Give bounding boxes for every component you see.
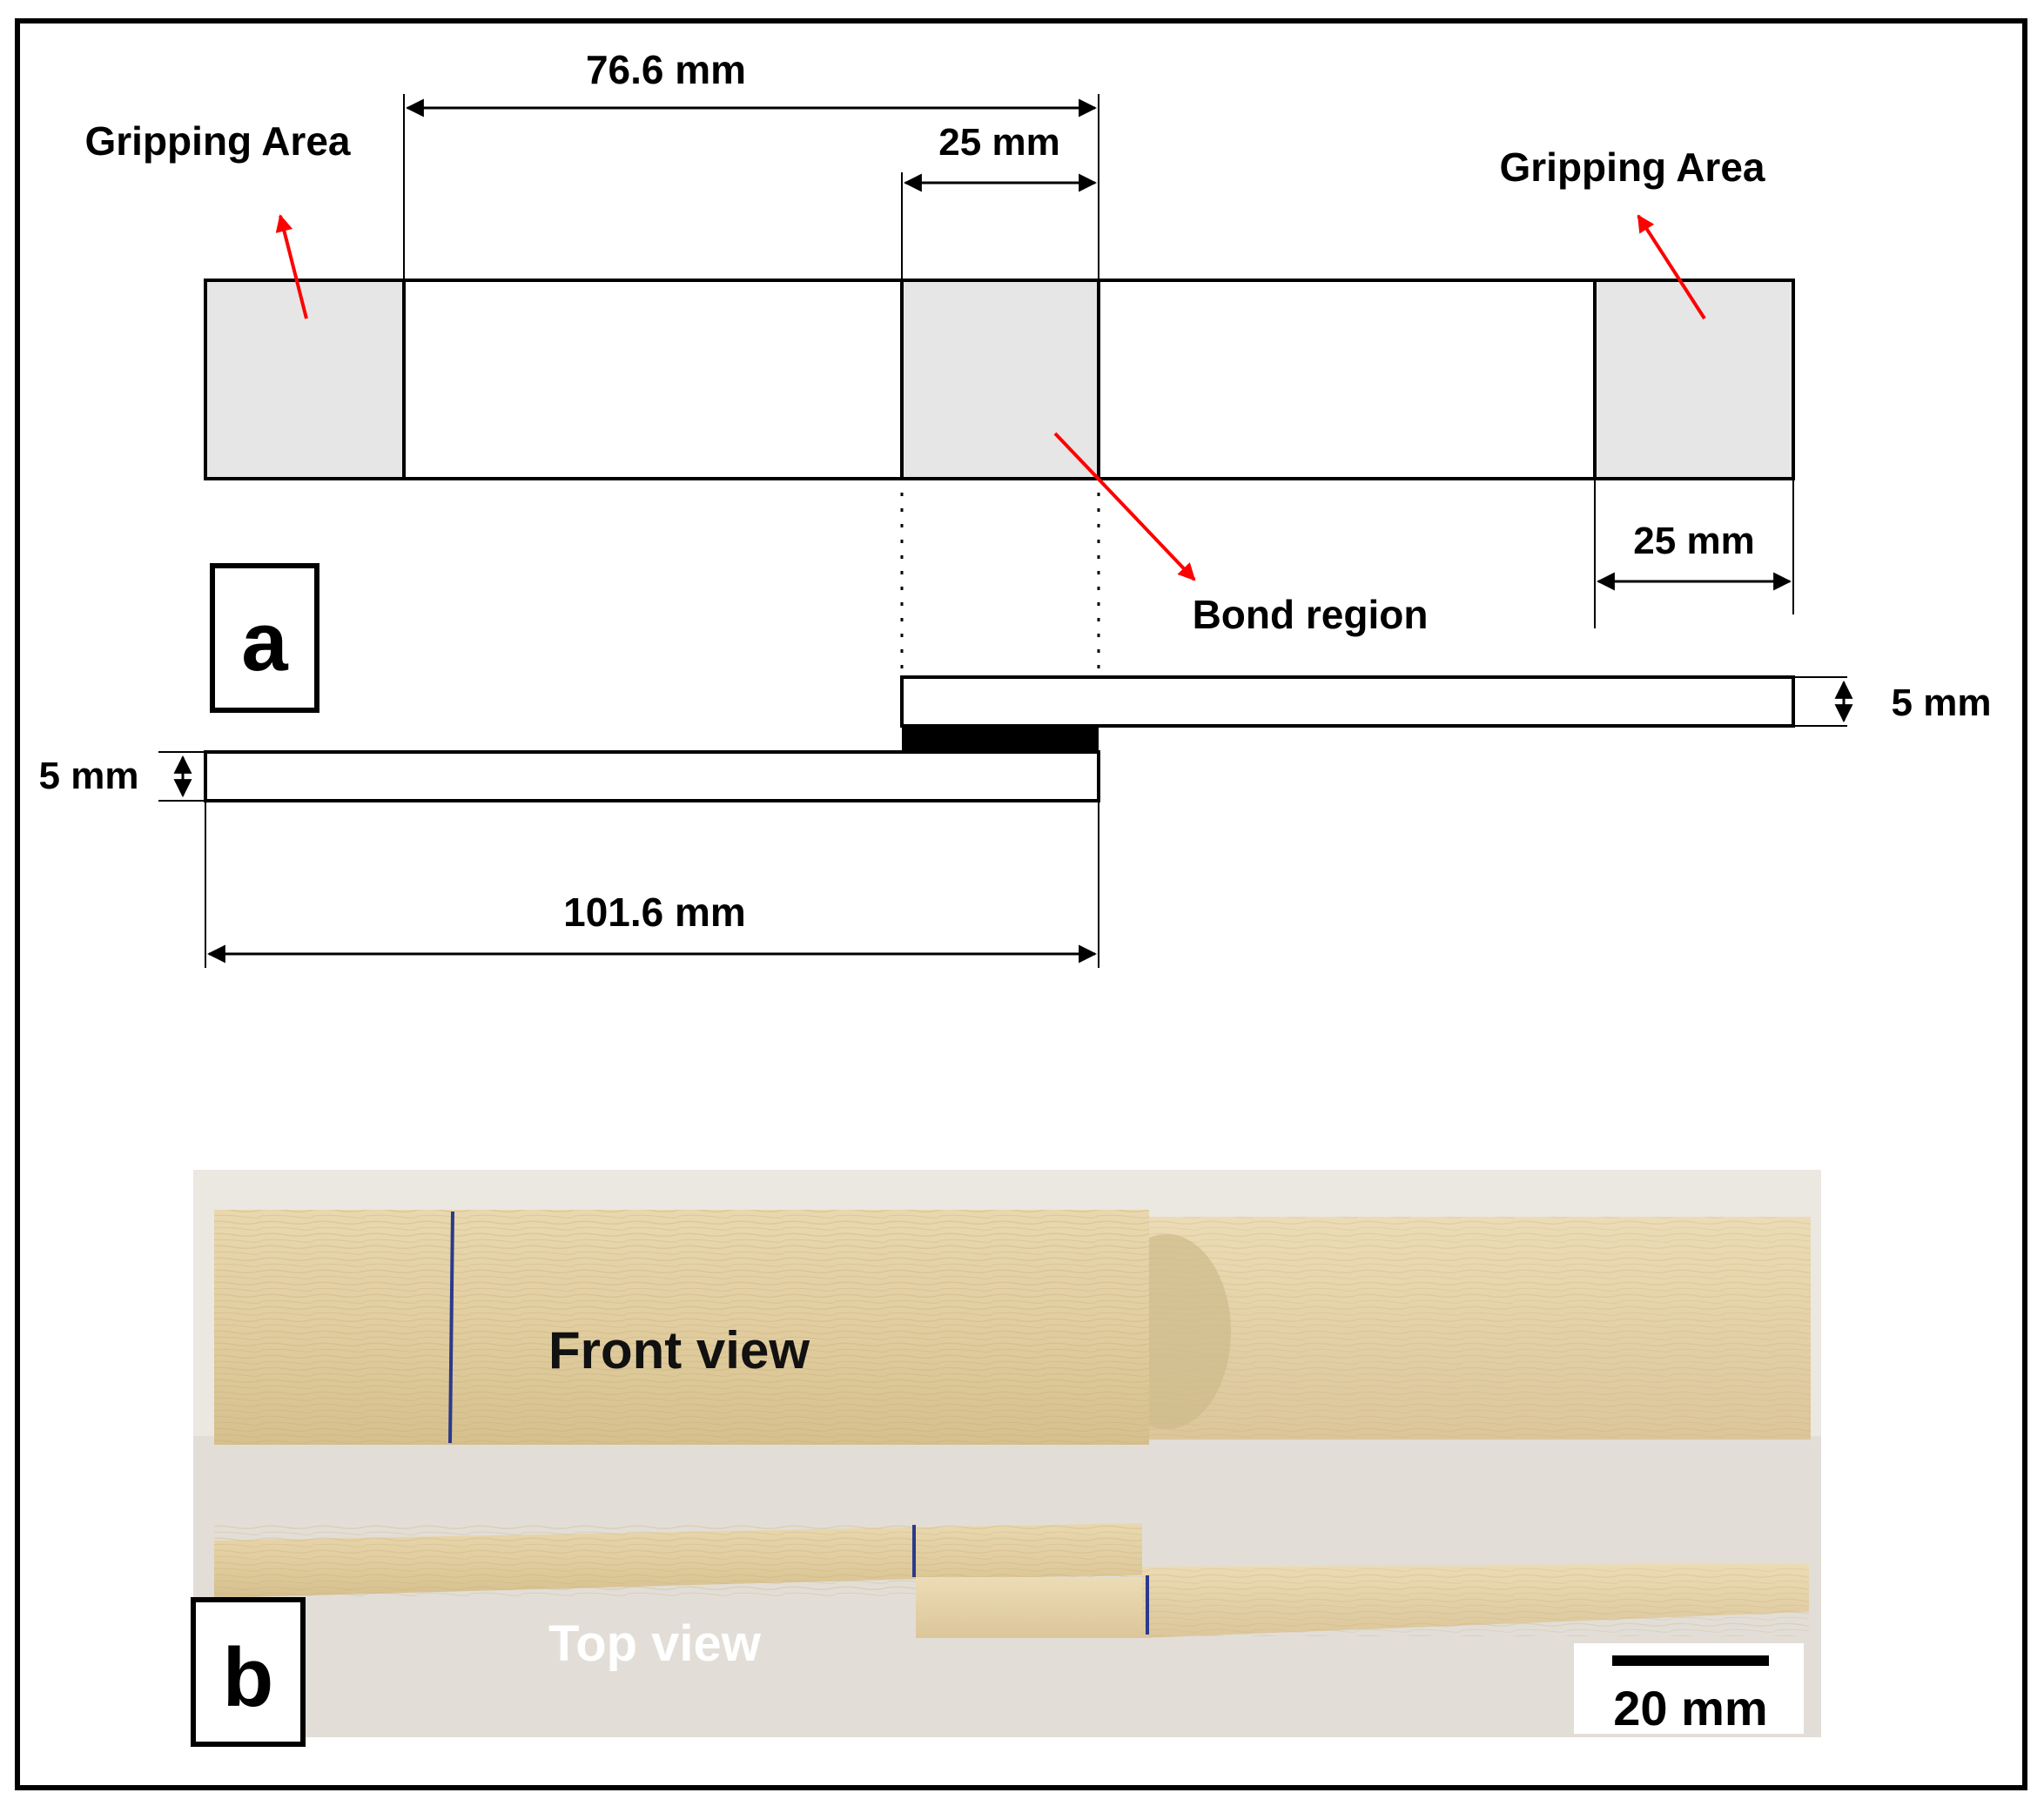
grip-label-right: Gripping Area [1500,144,1765,190]
top-bond-overlap [916,1577,1149,1638]
grip-area-right [1593,279,1795,480]
panel-label-box-b [191,1597,306,1747]
dim-label-grip-25: 25 mm [1633,520,1754,562]
top-view-label: Top view [548,1615,762,1672]
panel-label-box-a [210,563,319,713]
scale-bar-label: 20 mm [1613,1681,1767,1736]
front-view-label: Front view [548,1321,810,1380]
dim-label-bond-25: 25 mm [938,121,1059,164]
red-arrow-left [275,214,308,319]
dim-label-101-6: 101.6 mm [563,890,746,935]
red-arrow-right [1637,214,1706,320]
panel-b-photo: Front view Top view 20 mm b [191,1170,1821,1747]
dim-label-thickness-left: 5 mm [39,755,139,797]
scale-bar [1612,1655,1769,1666]
dim-label-76-6: 76.6 mm [586,47,746,92]
grip-label-left: Gripping Area [85,118,351,164]
panel-label-a: a [241,595,288,688]
adhesive-layer [902,726,1099,752]
panel-label-b: b [223,1631,274,1724]
panel-a-schematic: 76.6 mm 25 mm Gripping Area Gripping Are… [39,47,1992,968]
top-right-grain [1142,1567,1809,1636]
dim-label-thickness-right: 5 mm [1892,681,1992,724]
red-arrow-bond [1053,432,1196,581]
bond-region-label: Bond region [1193,592,1429,637]
upper-adherend [900,675,1795,728]
front-marker-line [448,1211,454,1444]
lower-adherend [204,750,1100,802]
specimen-top-outline [204,279,1795,480]
front-left-grain [214,1210,1149,1445]
front-right-grain [1132,1217,1811,1440]
